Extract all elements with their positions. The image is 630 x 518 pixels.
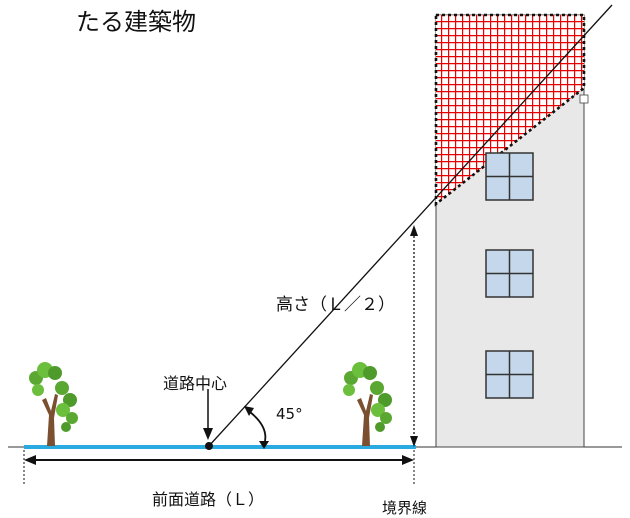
over-height-outline — [434, 13, 586, 207]
window-icon — [485, 152, 534, 201]
angle-label: 45° — [276, 405, 303, 423]
height-label: 高さ（Ｌ／２） — [276, 295, 395, 315]
diagram-title: たる建築物 — [76, 8, 196, 36]
road-center-dot — [205, 442, 213, 450]
front-road-label: 前面道路（Ｌ） — [152, 490, 265, 509]
angle-arc — [249, 411, 267, 446]
height-arrowhead-bottom — [410, 436, 418, 447]
tree-icon — [29, 362, 78, 446]
road — [24, 445, 416, 449]
road-center-label: 道路中心 — [163, 374, 228, 393]
boundary-label: 境界線 — [382, 499, 428, 517]
road-width-arrowhead-right — [402, 455, 414, 465]
window-icon — [485, 350, 534, 399]
angle-arrowhead-bottom — [259, 441, 269, 449]
road-center-arrowhead — [203, 428, 213, 440]
height-arrowhead-top — [410, 225, 418, 236]
tree-icon — [343, 362, 392, 446]
slant-line-45 — [207, 4, 613, 448]
road-width-arrowhead-left — [24, 455, 36, 465]
angle-arrowhead-top — [244, 406, 254, 416]
window-icon — [485, 249, 534, 298]
corner-notch — [579, 94, 589, 104]
